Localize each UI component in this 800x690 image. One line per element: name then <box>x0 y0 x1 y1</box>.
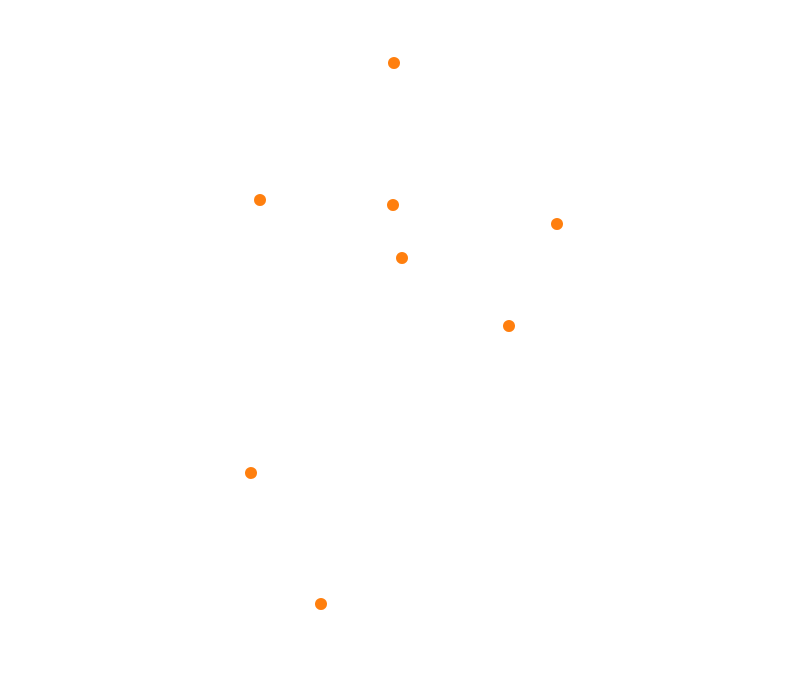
data-point-5 <box>396 252 408 264</box>
data-point-3 <box>387 199 399 211</box>
data-point-2 <box>254 194 266 206</box>
data-point-4 <box>551 218 563 230</box>
data-point-7 <box>245 467 257 479</box>
points-layer <box>245 57 563 610</box>
data-point-8 <box>315 598 327 610</box>
data-point-1 <box>388 57 400 69</box>
data-point-6 <box>503 320 515 332</box>
